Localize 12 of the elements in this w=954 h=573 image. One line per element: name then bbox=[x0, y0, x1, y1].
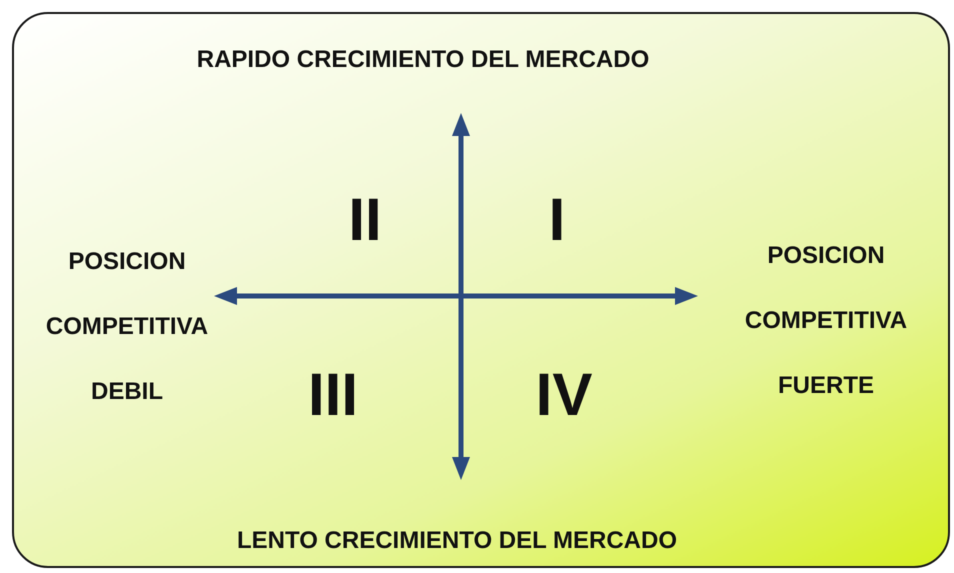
quadrant-numeral: II bbox=[348, 190, 382, 250]
quadrant-numeral: IV bbox=[536, 365, 592, 425]
axis-label: POSICION bbox=[767, 244, 885, 268]
axis-title: LENTO CRECIMIENTO DEL MERCADO bbox=[236, 529, 678, 553]
quadrant-numeral: III bbox=[308, 365, 358, 425]
axis-label: DEBIL bbox=[91, 380, 163, 404]
axis-title: RAPIDO CRECIMIENTO DEL MERCADO bbox=[196, 48, 650, 72]
axis-label: COMPETITIVA bbox=[744, 309, 908, 333]
axis-label: COMPETITIVA bbox=[46, 315, 208, 339]
axis-label: POSICION bbox=[68, 250, 186, 274]
quadrant-numeral: I bbox=[548, 190, 566, 250]
axis-label: FUERTE bbox=[778, 374, 874, 398]
